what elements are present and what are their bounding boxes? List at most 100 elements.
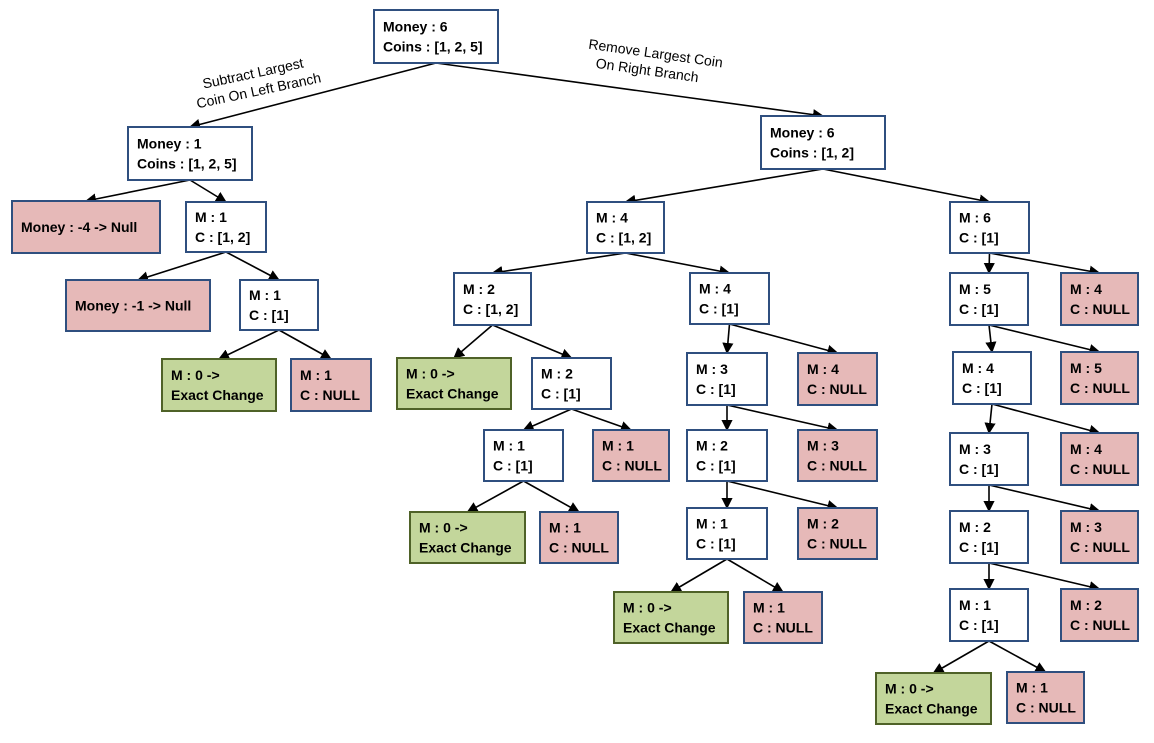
node-text-line: M : 1 — [300, 367, 332, 383]
edges-layer — [84, 62, 1101, 674]
tree-node-b1212: M : 3C : NULL — [797, 429, 878, 482]
node-box — [797, 507, 878, 560]
node-text-line: C : [1] — [959, 617, 999, 633]
edge-b2-to-b22 — [989, 252, 1101, 277]
tree-node-b111: M : 0 -> Exact Change — [396, 357, 512, 410]
node-text-line: Exact Change — [885, 701, 978, 717]
node-box — [290, 358, 372, 412]
node-text-line: M : 4 — [1070, 281, 1102, 297]
node-text-line: M : 1 — [602, 438, 634, 454]
node-box — [949, 201, 1030, 254]
node-text-line: M : 2 — [541, 366, 573, 382]
edge-b211111-to-b2111111 — [932, 640, 990, 674]
node-text-line: M : 5 — [959, 281, 991, 297]
edge-b1-to-b12 — [625, 252, 731, 277]
node-box — [586, 201, 665, 254]
edge-b-to-b1 — [624, 168, 824, 206]
node-text-line: M : 2 — [959, 519, 991, 535]
edge-b12-to-b121 — [722, 323, 734, 355]
tree-node-b212: M : 5C : NULL — [1060, 351, 1139, 405]
node-text-line: M : 2 — [807, 516, 839, 532]
node-box — [875, 672, 992, 725]
tree-node-b112: M : 2C : [1] — [531, 357, 612, 410]
node-text-line: C : [1] — [249, 307, 289, 323]
edge-b12-to-b122 — [729, 323, 839, 356]
node-text-line: M : 1 — [696, 516, 728, 532]
edge-b1-to-b11 — [491, 252, 626, 278]
node-text-line: C : NULL — [1070, 617, 1130, 633]
tree-node-a1: Money : -4 -> Null — [11, 200, 161, 254]
node-box — [949, 432, 1029, 486]
node-text-line: C : NULL — [1070, 301, 1130, 317]
node-text-line: M : 2 — [463, 281, 495, 297]
node-text-line: Coins : [1, 2, 5] — [137, 156, 237, 172]
node-box — [592, 429, 670, 482]
node-box — [127, 126, 253, 181]
edge-b2111-to-b21112 — [988, 484, 1101, 515]
tree-node-b21: M : 5 C : [1] — [949, 272, 1029, 326]
edge-a-to-a2 — [189, 179, 227, 203]
edge-a22-to-a222 — [278, 329, 332, 360]
tree-node-b12112: M : 2C : NULL — [797, 507, 878, 560]
edge-b211-to-b2112 — [991, 403, 1101, 436]
node-text-line: M : 0 -> — [885, 681, 934, 697]
node-text-line: Money : 6 — [770, 125, 835, 141]
node-text-line: C : [1] — [959, 301, 999, 317]
node-text-line: C : [1] — [962, 380, 1002, 396]
tree-node-a22: M : 1 C : [1] — [239, 279, 319, 331]
node-text-line: C : NULL — [549, 540, 609, 556]
tree-node-b11211: M : 0 ->Exact Change — [409, 511, 526, 564]
node-box — [760, 115, 886, 170]
node-box — [952, 351, 1032, 405]
node-box — [949, 510, 1029, 564]
node-text-line: C : [1] — [959, 230, 999, 246]
node-box — [396, 357, 512, 410]
node-text-line: M : 1 — [195, 209, 227, 225]
edge-b21-to-b212 — [988, 324, 1101, 356]
node-text-line: M : 0 -> — [419, 520, 468, 536]
node-text-line: C : NULL — [1016, 700, 1076, 716]
edge-b112-to-b1122 — [571, 408, 633, 432]
tree-node-b121112: M : 1C : NULL — [743, 591, 823, 644]
tree-node-a221: M : 0 ->Exact Change — [161, 358, 277, 412]
node-text-line: Coins : [1, 2, 5] — [383, 39, 483, 55]
node-box — [185, 201, 267, 253]
edge-b1121-to-b11211 — [466, 480, 524, 513]
node-text-line: C : [1, 2] — [463, 301, 518, 317]
edge-b21111-to-b211112 — [988, 562, 1101, 593]
edge-b2-to-b21 — [983, 252, 995, 275]
tree-node-b21111: M : 2C : [1] — [949, 510, 1029, 564]
edge-b211111-to-b2111112 — [988, 640, 1047, 673]
node-text-line: Money : 1 — [137, 136, 202, 152]
node-text-line: C : [1] — [493, 458, 533, 474]
tree-node-b11212: M : 1C : NULL — [539, 511, 619, 564]
node-text-line: C : NULL — [602, 458, 662, 474]
node-text-line: C : NULL — [807, 381, 867, 397]
node-text-line: M : 4 — [962, 360, 994, 376]
node-box — [797, 429, 878, 482]
node-text-line: M : 4 — [1070, 441, 1102, 457]
node-text-line: M : 2 — [696, 438, 728, 454]
node-text-line: M : 0 -> — [623, 600, 672, 616]
node-text-line: C : [1] — [959, 461, 999, 477]
node-text-line: Exact Change — [406, 386, 499, 402]
tree-node-b2: M : 6C : [1] — [949, 201, 1030, 254]
node-text-line: C : [1, 2] — [596, 230, 651, 246]
node-text-line: M : 3 — [696, 361, 728, 377]
node-box — [686, 352, 768, 406]
node-text-line: M : 0 -> — [406, 366, 455, 382]
node-text-line: M : 0 -> — [171, 367, 220, 383]
tree-node-b1122: M : 1 C : NULL — [592, 429, 670, 482]
node-box — [1060, 351, 1139, 405]
node-text-line: M : 1 — [249, 287, 281, 303]
edge-b12111-to-b121112 — [726, 558, 784, 593]
edge-b11-to-b112 — [492, 324, 573, 360]
node-box — [689, 272, 770, 325]
node-box — [949, 588, 1029, 642]
node-text-line: Money : -4 -> Null — [21, 219, 137, 235]
node-box — [743, 591, 823, 644]
